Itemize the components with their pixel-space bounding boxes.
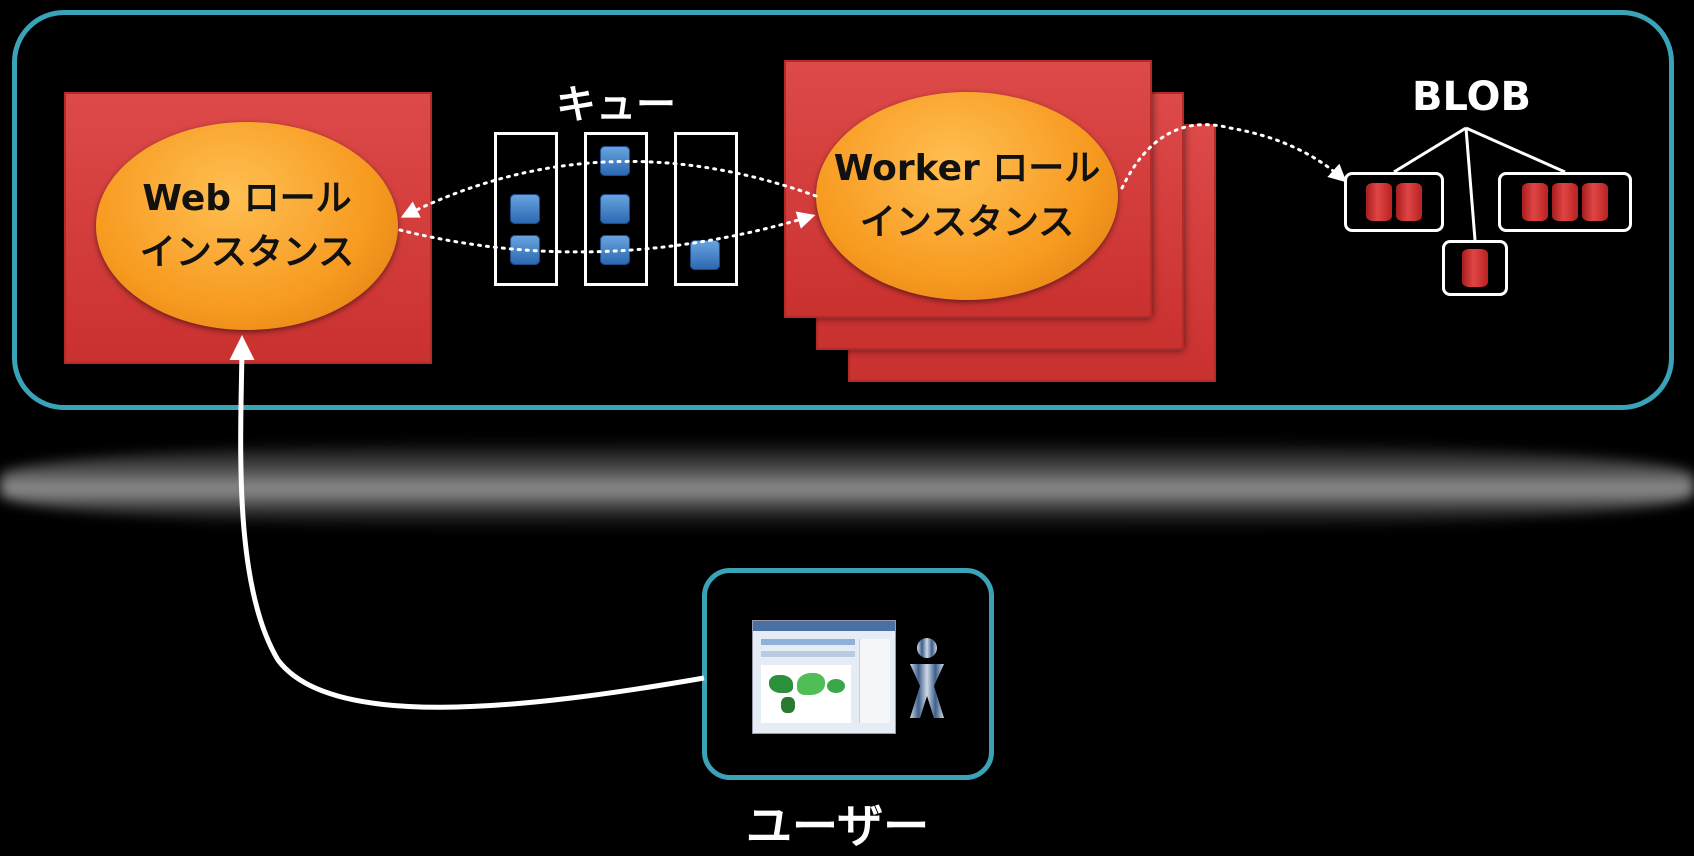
web-to-queue-arrow bbox=[398, 211, 816, 254]
worker-role-label-line1: Worker ロール bbox=[833, 148, 1101, 189]
queue-column-1 bbox=[494, 132, 558, 286]
database-cylinder-icon bbox=[1396, 183, 1422, 221]
user-label: ユーザー bbox=[746, 799, 930, 853]
blob-tree-line bbox=[1464, 127, 1477, 241]
web-role-label-line1: Web ロール bbox=[142, 178, 352, 219]
blob-container-1 bbox=[1344, 172, 1444, 232]
blob-tree-line bbox=[1465, 126, 1566, 174]
queue-message-icon bbox=[690, 240, 720, 270]
worker-to-blob-arrow bbox=[1120, 123, 1347, 190]
database-cylinder-icon bbox=[1522, 183, 1548, 221]
blob-container-3 bbox=[1498, 172, 1632, 232]
blob-tree-line bbox=[1393, 126, 1467, 174]
user-to-web-arrow bbox=[229, 335, 705, 710]
blob-label: BLOB bbox=[1412, 74, 1532, 120]
worker-role-ellipse: Worker ロール インスタンス bbox=[816, 92, 1118, 300]
queue-column-3 bbox=[674, 132, 738, 286]
worker-role-label-line2: インスタンス bbox=[859, 202, 1075, 243]
queue-message-icon bbox=[600, 194, 630, 224]
user-frame bbox=[702, 568, 994, 780]
queue-message-icon bbox=[510, 194, 540, 224]
queue-label: キュー bbox=[556, 82, 676, 128]
queue-column-2 bbox=[584, 132, 648, 286]
person-icon bbox=[910, 638, 944, 718]
browser-screenshot-icon bbox=[752, 620, 896, 734]
cloud-boundary-frame bbox=[12, 10, 1674, 410]
cloud-haze bbox=[0, 440, 1694, 530]
database-cylinder-icon bbox=[1582, 183, 1608, 221]
database-cylinder-icon bbox=[1366, 183, 1392, 221]
web-role-ellipse: Web ロール インスタンス bbox=[96, 122, 398, 330]
database-cylinder-icon bbox=[1552, 183, 1578, 221]
database-cylinder-icon bbox=[1462, 249, 1488, 287]
web-role-label-line2: インスタンス bbox=[139, 232, 355, 273]
blob-container-2 bbox=[1442, 240, 1508, 296]
worker-to-web-arrow bbox=[400, 159, 818, 218]
